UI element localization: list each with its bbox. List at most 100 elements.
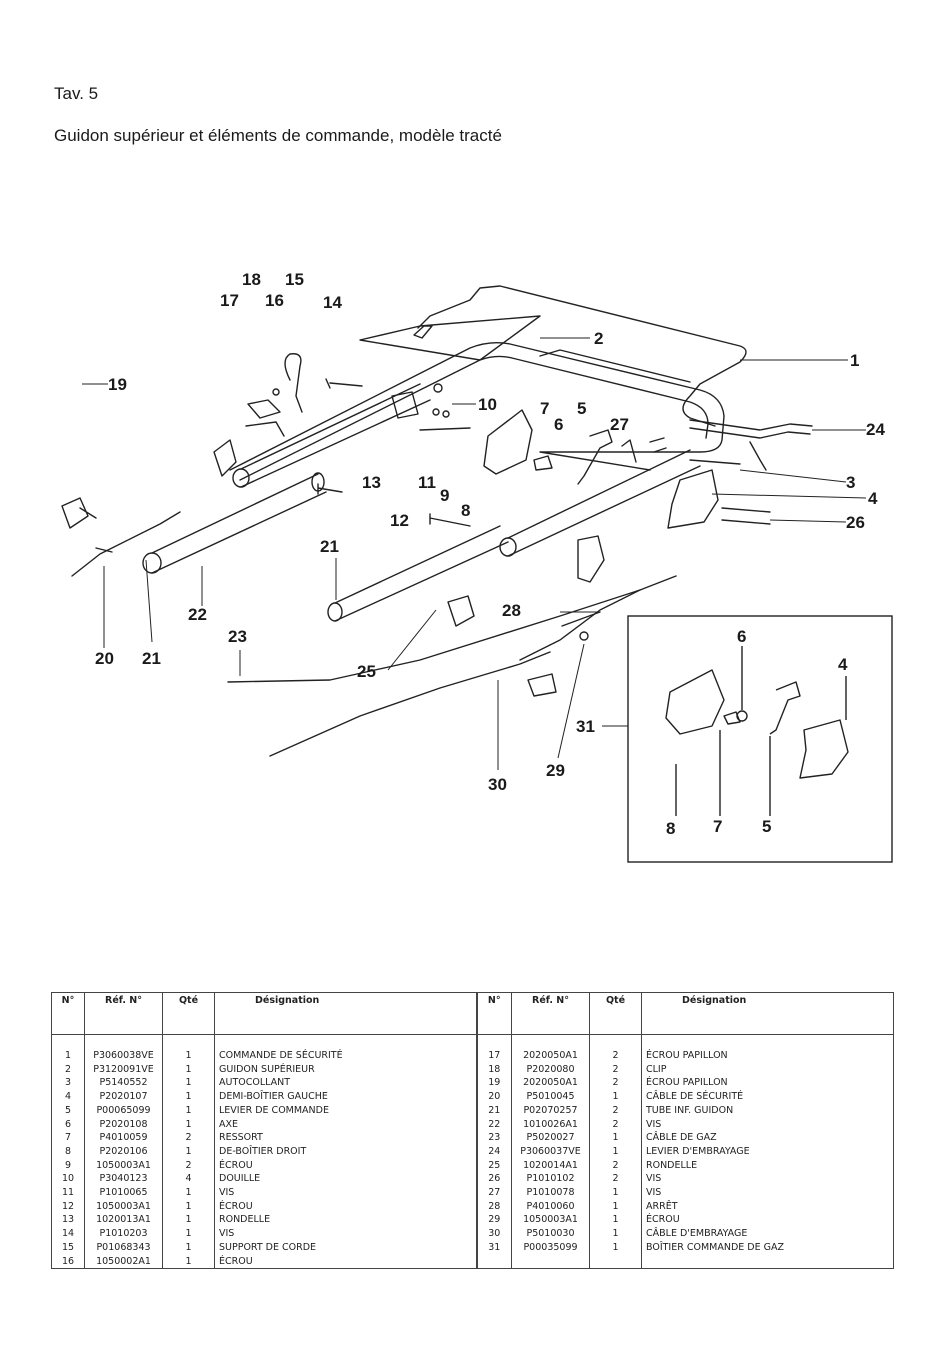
part-designation: COMMANDE DE SÉCURITÉ [214, 1049, 477, 1063]
part-qty: 1 [162, 1227, 215, 1241]
part-number: 2 [64, 1063, 72, 1075]
part-ref: 1050003A1 [511, 1213, 590, 1228]
part-qty: 1 [162, 1103, 215, 1118]
part-qty: 2 [589, 1103, 642, 1118]
callout-6: 6 [554, 415, 563, 434]
part-designation: ÉCROU [214, 1158, 477, 1173]
part-ref: P00065099 [84, 1103, 163, 1118]
part-number: 22 [475, 1117, 512, 1132]
callout-21-b: 21 [142, 649, 161, 668]
part-designation: AUTOCOLLANT [214, 1076, 477, 1091]
part-qty: 1 [162, 1117, 215, 1132]
part-ref: P2020107 [84, 1090, 163, 1104]
part-designation [641, 1254, 894, 1269]
callout-1: 1 [850, 351, 859, 370]
callout-9: 9 [440, 486, 449, 505]
part-ref: P5010045 [511, 1090, 590, 1104]
part-ref: P5010030 [511, 1227, 590, 1241]
part-ref: 1050003A1 [84, 1199, 163, 1214]
part-designation: LEVIER D'EMBRAYAGE [641, 1144, 894, 1159]
inset-callout-5: 5 [762, 817, 771, 836]
part-qty [589, 1254, 642, 1269]
part-ref: P02070257 [511, 1103, 590, 1118]
part-qty: 1 [589, 1131, 642, 1145]
part-number: 4 [64, 1091, 72, 1103]
part-number: 26 [475, 1172, 512, 1187]
header-designation: Désignation [214, 992, 477, 1035]
callout-20: 20 [95, 649, 114, 668]
part-designation: RONDELLE [214, 1213, 477, 1228]
part-qty: 2 [162, 1158, 215, 1173]
part-designation: VIS [641, 1172, 894, 1187]
callout-28: 28 [502, 601, 521, 620]
callout-31: 31 [576, 717, 595, 736]
table-header-row: N° Réf. N° Qté Désignation N° Réf. N° Qt… [51, 992, 894, 1035]
inset-box [627, 615, 893, 863]
part-qty: 2 [589, 1117, 642, 1132]
plate-number: Tav. 5 [54, 84, 99, 103]
part-designation: DOUILLE [214, 1172, 477, 1187]
callout-25: 25 [357, 662, 376, 681]
inset-callout-8: 8 [666, 819, 675, 838]
part-ref: P00035099 [511, 1240, 590, 1255]
part-ref: 1010026A1 [511, 1117, 590, 1132]
part-number: 29 [475, 1213, 512, 1228]
part-designation: ÉCROU [641, 1213, 894, 1228]
part-ref: 1050003A1 [84, 1158, 163, 1173]
part-qty: 1 [162, 1090, 215, 1104]
callout-29: 29 [546, 761, 565, 780]
callout-19: 19 [108, 375, 127, 394]
part-ref: P3120091VE [84, 1062, 163, 1077]
part-qty: 2 [162, 1131, 215, 1145]
part-qty: 1 [589, 1199, 642, 1214]
part-qty: 1 [589, 1186, 642, 1200]
part-ref: P2020108 [84, 1117, 163, 1132]
callout-13: 13 [362, 473, 381, 492]
part-qty: 1 [162, 1199, 215, 1214]
part-qty: 2 [589, 1158, 642, 1173]
part-number: 5 [64, 1104, 72, 1116]
part-number: 17 [475, 1049, 512, 1063]
part-designation: CÂBLE D'EMBRAYAGE [641, 1227, 894, 1241]
callout-12: 12 [390, 511, 409, 530]
callout-4: 4 [868, 489, 878, 508]
part-designation: VIS [641, 1186, 894, 1200]
part-number: 23 [475, 1131, 512, 1145]
part-ref: P4010059 [84, 1131, 163, 1145]
callout-15: 15 [285, 270, 304, 289]
part-qty: 2 [589, 1062, 642, 1077]
page-title: Guidon supérieur et éléments de commande… [54, 126, 502, 145]
callout-10: 10 [478, 395, 497, 414]
part-ref: P1010078 [511, 1186, 590, 1200]
callout-18: 18 [242, 270, 261, 289]
part-qty: 1 [162, 1062, 215, 1077]
part-number: 15 [61, 1241, 75, 1253]
callout-27: 27 [610, 415, 629, 434]
callout-26: 26 [846, 513, 865, 532]
part-designation: ÉCROU PAPILLON [641, 1049, 894, 1063]
upper-handle [229, 341, 725, 471]
half-housing [483, 409, 533, 475]
part-qty: 1 [589, 1227, 642, 1241]
exploded-parts-diagram: 18 15 17 16 14 2 1 19 10 7 5 6 27 24 3 1… [61, 270, 893, 863]
part-ref: P5140552 [84, 1076, 163, 1091]
part-ref: 1020014A1 [511, 1158, 590, 1173]
wing-nut-17 [213, 439, 237, 477]
part-qty: 1 [162, 1144, 215, 1159]
callout-23: 23 [228, 627, 247, 646]
header-designation: Désignation [641, 992, 894, 1035]
header-ref: Réf. N° [511, 992, 590, 1035]
part-qty: 1 [589, 1213, 642, 1228]
part-qty: 1 [162, 1254, 215, 1269]
part-number: 24 [475, 1144, 512, 1159]
part-number: 31 [475, 1240, 512, 1255]
